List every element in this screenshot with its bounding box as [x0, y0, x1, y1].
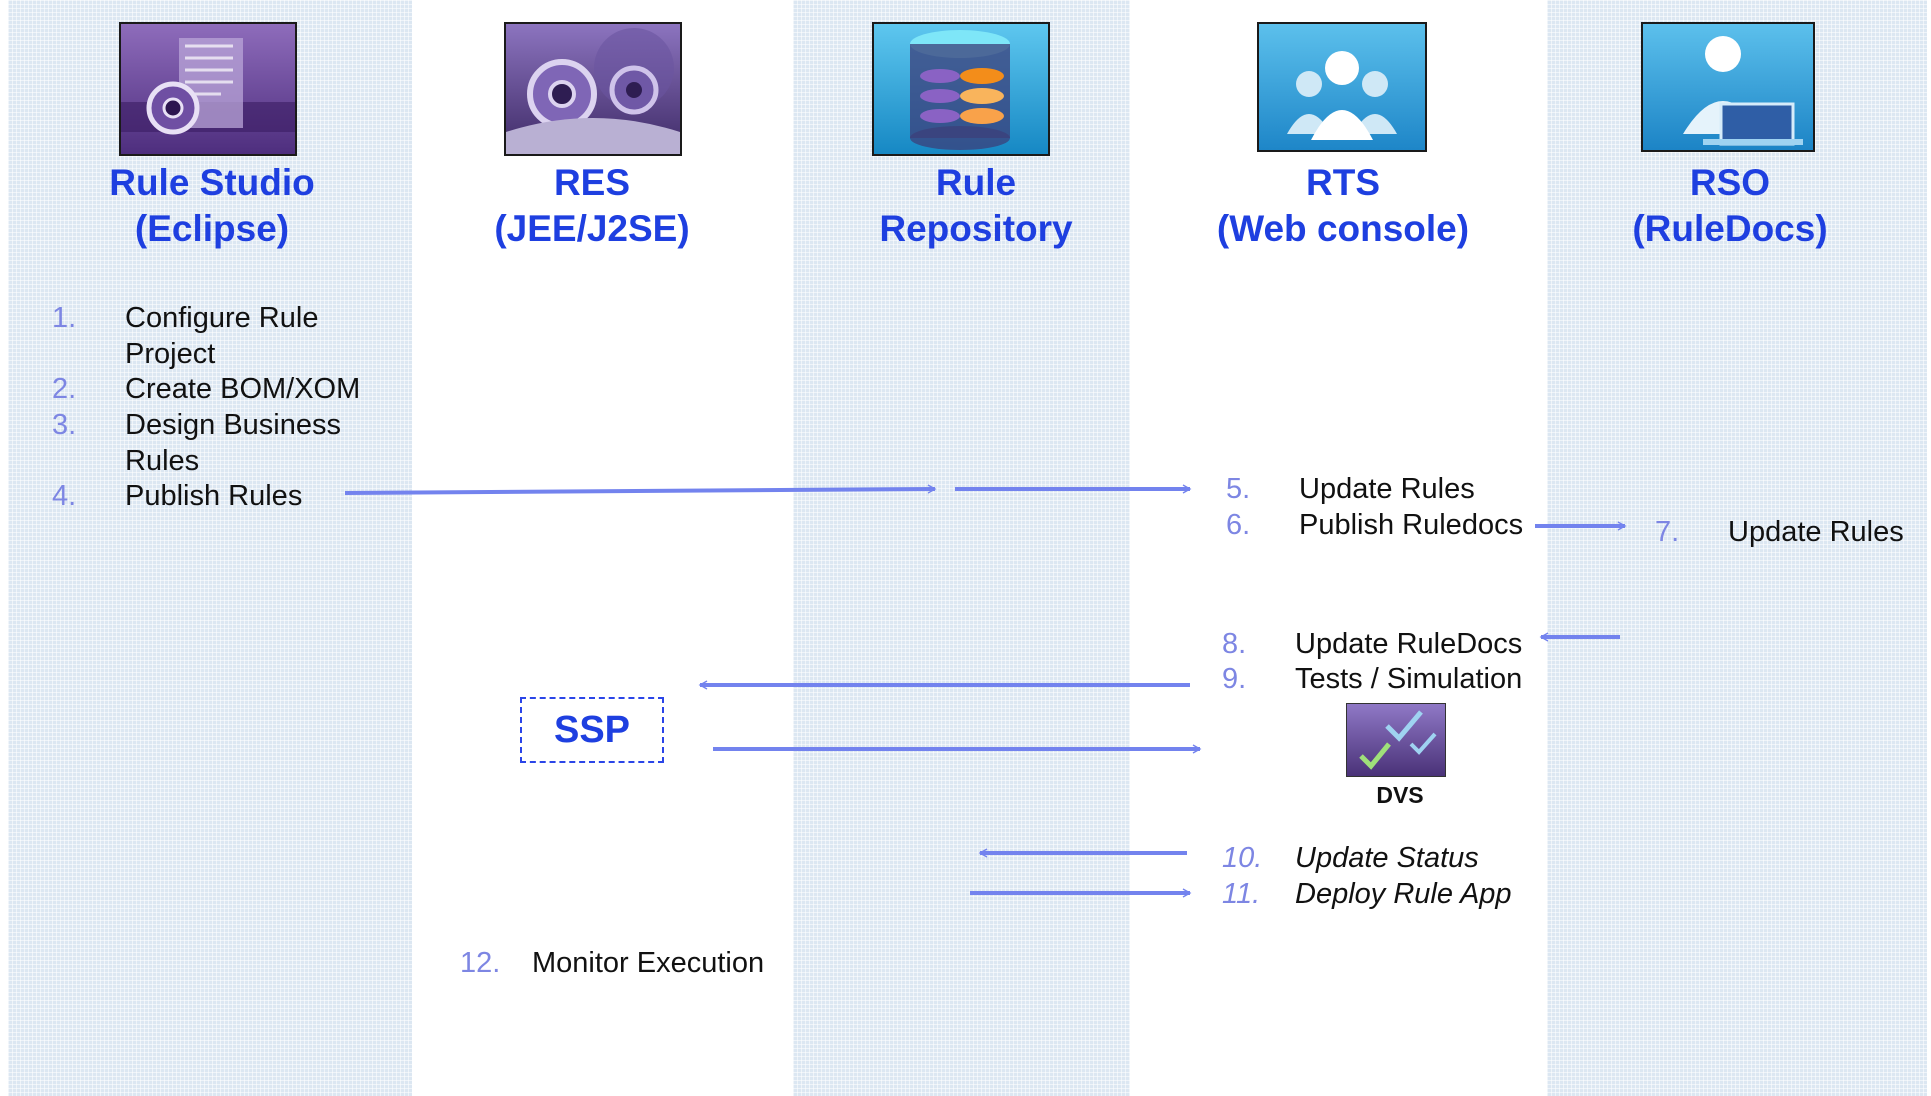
step-number: 12. — [460, 947, 501, 979]
step-text: Update Rules — [1299, 473, 1475, 505]
step-text: Update Rules — [1728, 516, 1904, 548]
rule-repository-icon — [872, 22, 1050, 156]
step-text: Configure Rule — [125, 302, 319, 334]
step-number: 10. — [1222, 842, 1263, 874]
column-title-rso: RSO(RuleDocs) — [1632, 162, 1828, 249]
step-text: Monitor Execution — [532, 947, 765, 979]
lane-rule-studio — [8, 0, 412, 1096]
column-title-rts: RTS(Web console) — [1216, 162, 1470, 249]
step-text-cont: Project — [125, 338, 216, 370]
res-icon — [504, 22, 682, 156]
step-text: Publish Ruledocs — [1299, 509, 1524, 541]
rso-icon — [1641, 22, 1815, 152]
rts-icon — [1257, 22, 1427, 152]
lane-rule-repository — [793, 0, 1130, 1096]
step-number: 8. — [1222, 628, 1247, 660]
step-number: 2. — [52, 373, 77, 405]
column-title-res: RES(JEE/J2SE) — [494, 162, 690, 249]
step-text: Deploy Rule App — [1295, 878, 1512, 910]
dvs-icon — [1346, 703, 1446, 777]
arrow-publish-to-repository — [344, 484, 937, 495]
step-number: 9. — [1222, 663, 1247, 695]
lane-rso — [1547, 0, 1927, 1096]
step-text-cont: Rules — [125, 445, 200, 477]
step-text: Create BOM/XOM — [125, 373, 361, 405]
step-text: Tests / Simulation — [1295, 663, 1523, 695]
step-text: Publish Rules — [125, 480, 303, 512]
step-number: 6. — [1226, 509, 1251, 541]
step-number: 11. — [1222, 878, 1261, 910]
step-text: Update Status — [1295, 842, 1479, 874]
step-number: 1. — [52, 302, 77, 334]
dvs-label: DVS — [1376, 782, 1424, 808]
step-number: 7. — [1655, 516, 1680, 548]
ssp-box: SSP — [520, 697, 664, 763]
step-number: 3. — [52, 409, 77, 441]
step-text: Design Business — [125, 409, 341, 441]
step-number: 5. — [1226, 473, 1251, 505]
step-text: Update RuleDocs — [1295, 628, 1523, 660]
rule-studio-icon — [119, 22, 297, 156]
column-title-rule-studio: Rule Studio(Eclipse) — [109, 162, 315, 249]
step-number: 4. — [52, 480, 77, 512]
